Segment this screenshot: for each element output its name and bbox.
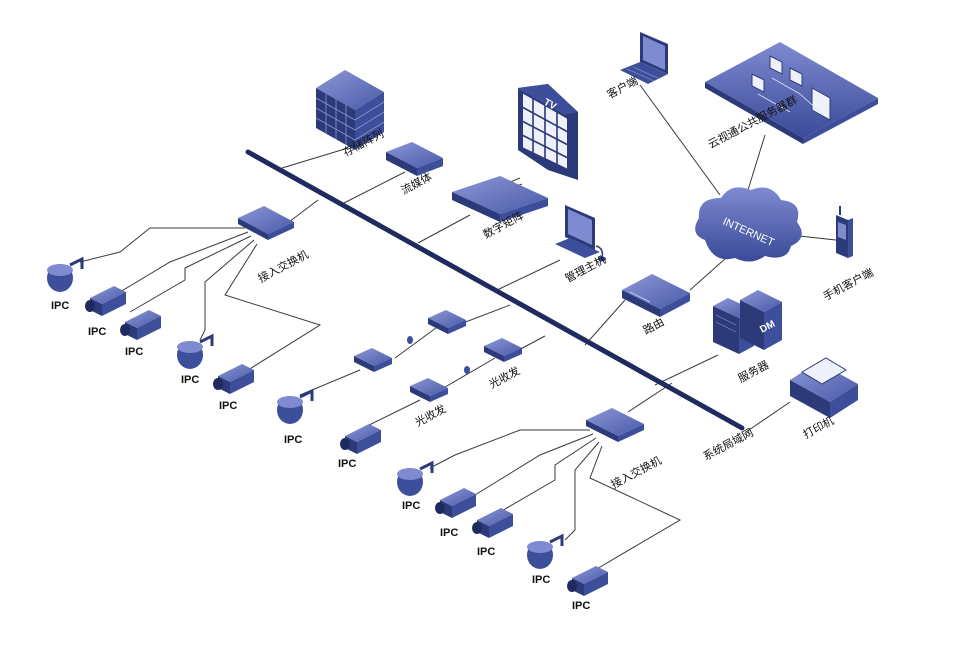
access-switch-top-icon[interactable] [238, 206, 294, 240]
ipc-label: IPC [532, 574, 551, 586]
tv-wall-icon[interactable]: TV [518, 84, 578, 180]
ipc-label: IPC [219, 400, 238, 412]
ipc-label: IPC [572, 600, 591, 612]
internet-cloud-icon[interactable]: INTERNET [695, 187, 802, 262]
server-icon[interactable]: DM [713, 290, 782, 354]
dome-camera-icon[interactable] [397, 460, 434, 496]
digital-matrix-icon[interactable] [452, 176, 548, 222]
dome-camera-icon[interactable] [177, 333, 214, 369]
optical-switch-lower-icon[interactable] [410, 378, 448, 402]
optical-switch-mid-icon[interactable] [428, 310, 466, 334]
client-laptop-icon[interactable] [620, 32, 668, 84]
tv-text: TV [542, 97, 559, 113]
box-camera-icon[interactable] [120, 310, 161, 340]
box-camera-icon[interactable] [435, 488, 476, 518]
ipc-label: IPC [477, 546, 496, 558]
fiber-connector-icon [407, 336, 470, 374]
media-stream-icon[interactable] [386, 142, 443, 176]
ipc-label: IPC [125, 346, 144, 358]
lan-backbone [245, 149, 745, 431]
dome-camera-icon[interactable] [527, 533, 564, 569]
box-camera-icon[interactable] [340, 424, 381, 454]
dome-camera-icon[interactable] [47, 256, 84, 292]
box-camera-icon[interactable] [472, 508, 513, 538]
ipc-label: IPC [338, 458, 357, 470]
ipc-label: IPC [440, 527, 459, 539]
ipc-label: IPC [88, 326, 107, 338]
ipc-label: IPC [181, 374, 200, 386]
router-icon[interactable] [622, 274, 690, 317]
cloud-server-group-icon[interactable] [705, 42, 878, 144]
box-camera-icon[interactable] [85, 286, 126, 316]
ipc-label: IPC [284, 434, 303, 446]
box-camera-icon[interactable] [567, 566, 608, 596]
printer-icon[interactable] [790, 357, 858, 418]
dome-camera-icon[interactable] [277, 388, 314, 424]
optical-switch-right-icon[interactable] [484, 338, 522, 362]
ipc-label: IPC [402, 500, 421, 512]
storage-array-icon[interactable] [315, 70, 385, 150]
access-switch-bottom-icon[interactable] [586, 408, 644, 442]
box-camera-icon[interactable] [213, 364, 254, 394]
optical-switch-left-icon[interactable] [354, 348, 392, 372]
ipc-label: IPC [51, 300, 70, 312]
management-host-icon[interactable] [555, 205, 606, 262]
mobile-phone-icon[interactable] [836, 206, 853, 258]
